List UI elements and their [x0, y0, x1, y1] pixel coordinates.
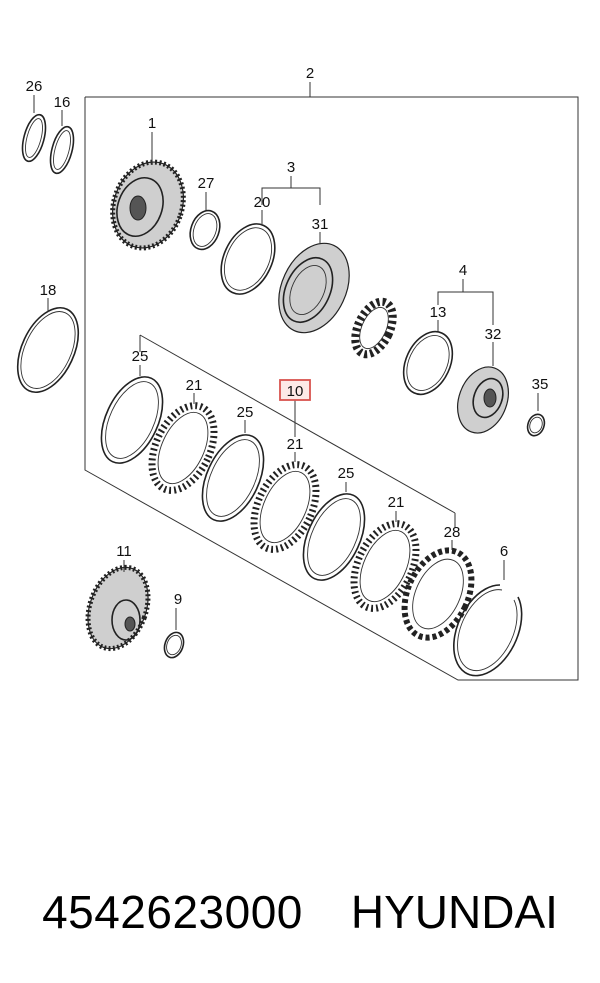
clutch-pack-frame — [139, 334, 456, 514]
callout-21a: 21 — [186, 377, 203, 394]
roller-cage — [351, 297, 397, 359]
clutch-housing-31 — [278, 232, 350, 334]
friction-plate-21c — [350, 511, 420, 612]
callout-4: 4 — [459, 262, 467, 279]
steel-plate-25a — [100, 365, 164, 464]
snap-ring-26 — [21, 95, 47, 163]
callout-28: 28 — [444, 524, 461, 541]
callout-31: 31 — [312, 216, 329, 233]
callout-20: 20 — [254, 194, 271, 211]
callout-21b: 21 — [287, 436, 304, 453]
snap-ring-27 — [189, 192, 221, 251]
ring-20 — [220, 210, 276, 295]
callout-2: 2 — [306, 65, 314, 82]
callout-27: 27 — [198, 175, 215, 192]
friction-plate-21b — [250, 400, 320, 553]
ring-13 — [402, 320, 454, 396]
callout-6: 6 — [500, 543, 508, 560]
callout-10-highlight-box[interactable] — [279, 379, 311, 401]
callout-25b: 25 — [237, 404, 254, 421]
callout-26: 26 — [26, 78, 43, 95]
steel-plate-25b — [201, 420, 265, 522]
snap-ring-35 — [526, 393, 546, 437]
callout-10[interactable]: 10 — [287, 383, 304, 400]
callout-25a: 25 — [132, 348, 149, 365]
ring-gear-1 — [110, 132, 186, 251]
part-number: 4542623000 — [42, 886, 303, 938]
callout-labels: 2 26 16 1 27 3 20 31 4 13 32 35 18 25 21… — [26, 65, 549, 608]
callout-9: 9 — [174, 591, 182, 608]
snap-ring-9 — [163, 608, 185, 659]
callout-18: 18 — [40, 282, 57, 299]
callout-13: 13 — [430, 304, 447, 321]
callout-16: 16 — [54, 94, 71, 111]
callout-25c: 25 — [338, 465, 355, 482]
dished-plate-28 — [401, 540, 475, 641]
assembly-frame — [84, 82, 579, 681]
ring-18 — [16, 298, 80, 394]
inner-race-32 — [457, 342, 509, 434]
steel-plate-25c — [302, 482, 366, 581]
callout-32: 32 — [485, 326, 502, 343]
bracket-4 — [437, 291, 494, 325]
snap-ring-16 — [49, 110, 75, 175]
callout-1: 1 — [148, 115, 156, 132]
bracket-3 — [261, 187, 321, 205]
snap-ring-6 — [453, 560, 523, 677]
callout-3: 3 — [287, 159, 295, 176]
brand-name: HYUNDAI — [350, 886, 558, 938]
gear-11 — [85, 560, 151, 652]
part-info-footer: 4542623000 HYUNDAI — [0, 862, 600, 962]
callout-35: 35 — [532, 376, 549, 393]
friction-plate-21a — [148, 393, 218, 494]
callout-11: 11 — [116, 543, 132, 560]
callout-21c: 21 — [388, 494, 405, 511]
